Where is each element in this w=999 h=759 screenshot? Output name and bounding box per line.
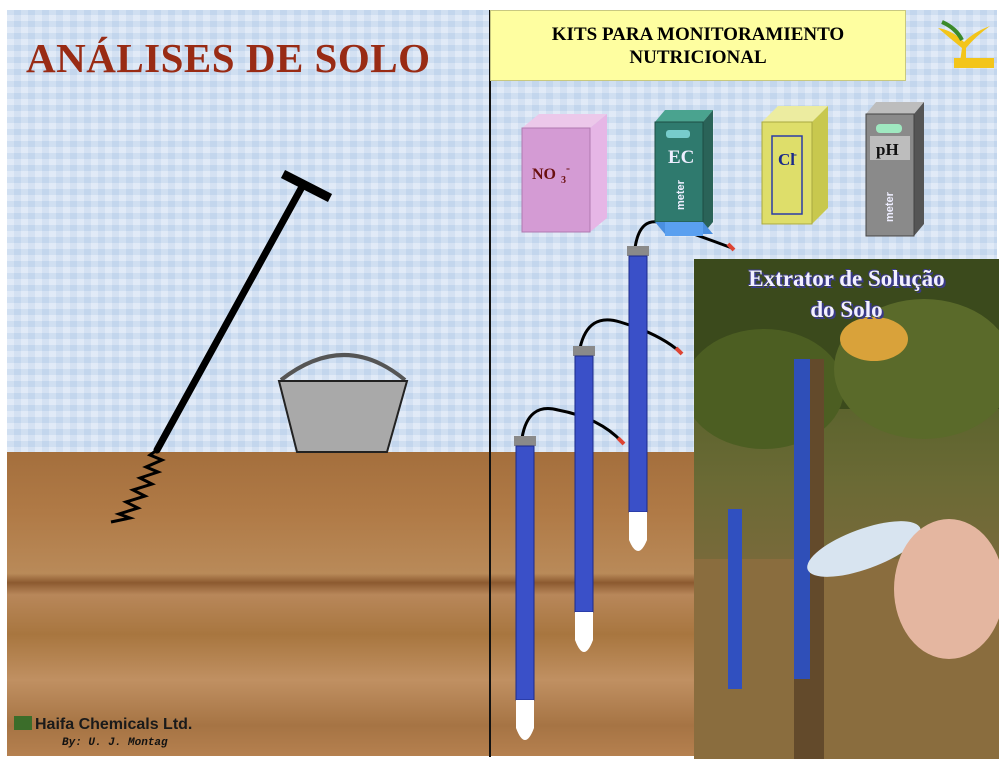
svg-text:meter: meter: [884, 191, 896, 222]
sky-background: [7, 10, 997, 453]
agro-logo: [938, 20, 994, 68]
svg-text:-: -: [566, 161, 570, 175]
photo-title-line2: do Solo: [810, 297, 883, 322]
byline: By: U. J. Montag: [62, 737, 168, 749]
company-logo: Haifa Chemicals Ltd.: [14, 716, 192, 734]
kits-banner-line1: KITS PARA MONITORAMIENTO: [551, 23, 845, 45]
kits-banner: KITS PARA MONITORAMIENTO NUTRICIONAL: [490, 10, 906, 81]
photo-title-line1: Extrator de Solução: [748, 266, 945, 291]
probe-long: [514, 407, 626, 740]
probe-medium: [573, 318, 684, 652]
chloride-kit-icon: Cl -: [761, 106, 828, 225]
bucket-icon: [277, 353, 409, 453]
meter-label-cl: Cl: [778, 150, 795, 169]
kits-banner-line2: NUTRICIONAL: [629, 46, 767, 68]
company-name: Haifa Chemicals Ltd.: [35, 716, 193, 733]
soil-auger-icon: [110, 169, 333, 524]
meter-label-ec: EC: [668, 147, 694, 168]
nitrate-kit-icon: NO 3 -: [521, 114, 607, 233]
svg-text:3: 3: [561, 175, 566, 186]
soil-solution-extractor-photo: Extrator de Solução do Solo: [694, 259, 999, 759]
vertical-divider: [489, 10, 491, 757]
meter-label-ph: pH: [876, 140, 899, 159]
meter-label-no3: NO: [532, 166, 556, 183]
haifa-logo-icon: [14, 716, 32, 730]
slide-title: ANÁLISES DE SOLO: [26, 35, 431, 81]
ph-meter-icon: pH meter: [865, 102, 924, 237]
svg-text:-: -: [793, 147, 797, 161]
svg-text:meter: meter: [675, 179, 687, 210]
ec-meter-icon: EC meter: [654, 110, 713, 236]
